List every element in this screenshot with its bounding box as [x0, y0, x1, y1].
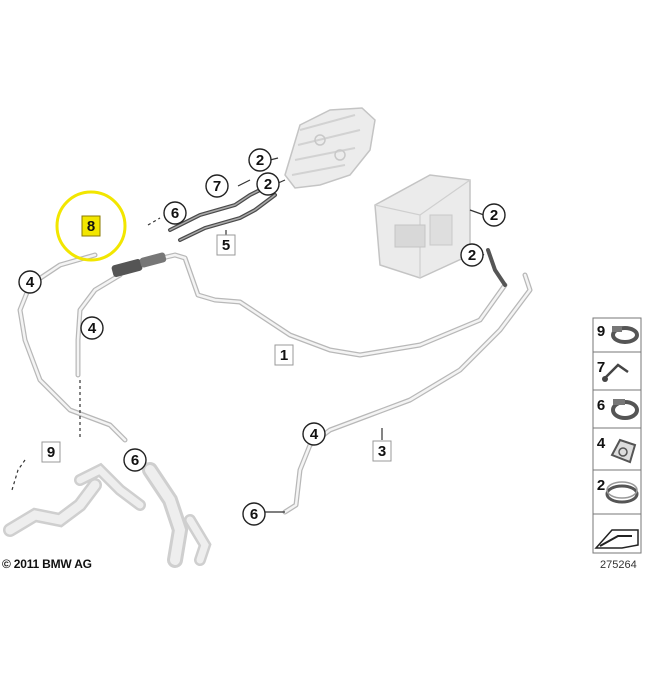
callout-5: 5	[216, 234, 236, 256]
callout-label: 9	[47, 444, 55, 461]
callout-label: 4	[88, 320, 97, 337]
coolant-lines	[17, 183, 533, 515]
callout-label: 4	[310, 426, 319, 443]
callout-2: 2	[248, 148, 272, 172]
transmission-housing	[284, 107, 376, 189]
callout-6: 6	[123, 448, 147, 472]
part-number: 275264	[600, 559, 637, 571]
legend-labels: 9 7 6 4 2	[597, 323, 606, 494]
callout-label: 6	[131, 452, 139, 469]
bracket-clamp-icon	[610, 438, 637, 464]
spring-clamp-icon	[611, 399, 639, 420]
callout-label: 2	[256, 152, 264, 169]
hose-clamp-icon	[611, 326, 639, 344]
leader-lines	[11, 217, 161, 491]
callout-4: 4	[80, 316, 104, 340]
callout-2: 2	[460, 243, 484, 267]
legend-item-2: 2	[597, 477, 605, 494]
legend-panel: 9 7 6 4 2	[592, 317, 642, 554]
legend-item-9: 9	[597, 323, 605, 340]
callout-6: 6	[163, 201, 187, 225]
lower-hoses	[3, 462, 212, 568]
legend-item-4: 4	[597, 435, 606, 452]
callout-label: 8	[87, 218, 95, 235]
callout-label: 2	[264, 176, 272, 193]
callout-1: 1	[274, 344, 294, 366]
callout-4: 4	[18, 270, 42, 294]
callout-label: 3	[378, 443, 386, 460]
direction-arrow-icon	[594, 529, 639, 549]
callout-label: 6	[171, 205, 179, 222]
callout-label: 5	[222, 237, 230, 254]
callout-label: 4	[26, 274, 35, 291]
callout-label: 1	[280, 347, 288, 364]
legend-item-6: 6	[597, 397, 605, 414]
callout-8: 8	[81, 215, 101, 237]
legend-item-7: 7	[597, 359, 605, 376]
sensor-clip-icon	[602, 363, 629, 382]
band-clamp-icon	[605, 481, 639, 504]
callout-2: 2	[482, 203, 506, 227]
pipe-junction	[111, 252, 167, 278]
callout-7: 7	[205, 174, 229, 198]
callout-9: 9	[41, 441, 61, 463]
control-unit	[374, 174, 471, 279]
callout-3: 3	[372, 440, 392, 462]
callout-2: 2	[256, 172, 280, 196]
copyright-text: © 2011 BMW AG	[2, 557, 92, 571]
callout-label: 2	[468, 247, 476, 264]
components	[3, 107, 533, 568]
callout-label: 7	[213, 178, 221, 195]
callout-4: 4	[302, 422, 326, 446]
callout-label: 2	[490, 207, 498, 224]
callout-label: 6	[250, 506, 258, 523]
callout-6: 6	[242, 502, 266, 526]
highlight-ring	[55, 190, 127, 262]
